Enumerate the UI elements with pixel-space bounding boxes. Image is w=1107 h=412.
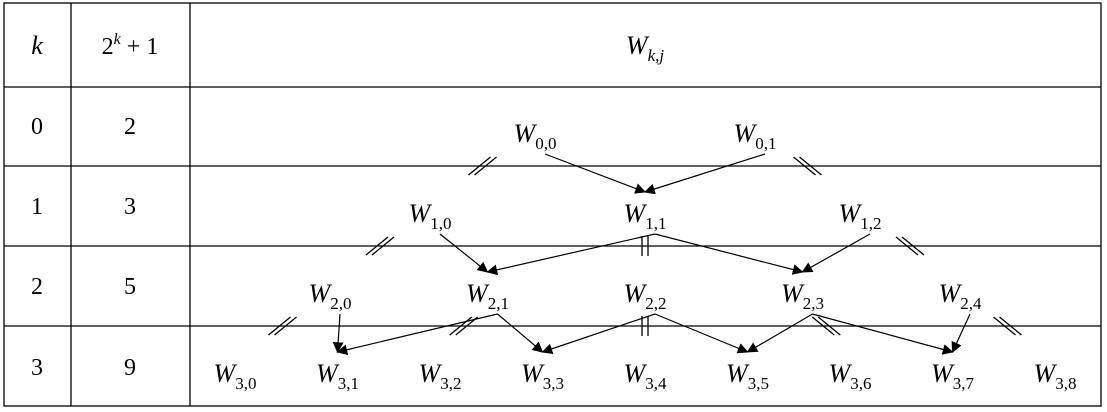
row-3-count: 9 — [124, 355, 136, 381]
header-w: Wk,j — [626, 31, 664, 65]
header-count: 2k + 1 — [102, 31, 159, 60]
node-w-1-0: W1,0 — [409, 199, 452, 233]
equality-stroke — [449, 316, 473, 336]
equality-mark-2-0-3-0 — [268, 316, 297, 336]
equality-stroke — [799, 156, 822, 176]
equality-mark-0-0-1-0 — [468, 156, 497, 176]
equality-stroke — [993, 316, 1016, 336]
equality-mark-1-0-2-0 — [365, 236, 395, 256]
node-w-3-4: W3,4 — [624, 359, 667, 393]
node-w-1-1: W1,1 — [624, 199, 667, 233]
equality-stroke — [901, 236, 925, 256]
arrow-1-2-to-2-3 — [801, 233, 871, 273]
arrow-2-1-to-3-3 — [497, 313, 544, 353]
equality-stroke — [817, 316, 841, 336]
equality-stroke — [274, 316, 297, 336]
arrow-1-1-to-2-1 — [486, 233, 656, 276]
equality-stroke — [474, 156, 497, 176]
row-2-k: 2 — [31, 274, 43, 300]
equality-stroke — [371, 236, 395, 256]
equality-mark-1-1-2-2 — [641, 236, 649, 256]
equality-stroke — [365, 236, 389, 256]
equality-stroke — [268, 316, 291, 336]
arrow-2-3-to-3-7 — [812, 313, 954, 355]
equality-stroke — [895, 236, 919, 256]
arrow-2-2-to-3-5 — [654, 313, 749, 354]
row-0-count: 2 — [124, 114, 136, 140]
equality-stroke — [811, 316, 835, 336]
header-k: k — [31, 31, 43, 60]
equality-mark-1-2-2-4 — [895, 236, 925, 256]
equality-mark-0-1-1-2 — [793, 156, 822, 176]
node-w-3-0: W3,0 — [214, 359, 257, 393]
hierarchy-arrows — [332, 153, 971, 356]
table-header: k 2k + 1 Wk,j — [31, 31, 664, 65]
node-w-2-2: W2,2 — [624, 279, 667, 313]
node-w-2-4: W2,4 — [939, 279, 982, 313]
arrow-0-0-to-1-1 — [544, 153, 647, 194]
node-w-3-2: W3,2 — [419, 359, 462, 393]
row-1-count: 3 — [124, 194, 136, 220]
equality-mark-2-3-3-6 — [811, 316, 841, 336]
node-w-3-6: W3,6 — [829, 359, 872, 393]
arrow-2-3-to-3-5 — [746, 313, 813, 353]
arrow-2-1-to-3-1 — [336, 313, 498, 356]
row-2-count: 5 — [124, 274, 136, 300]
node-w-2-3: W2,3 — [781, 279, 824, 313]
row-3-k: 3 — [31, 355, 43, 381]
hierarchy-nodes: W0,0 W0,1W1,0 W1,1 W1,2W2,0 W2,1 W2,2 W2,3 W2,4… — [214, 119, 1077, 393]
arrow-1-1-to-2-3 — [654, 233, 804, 275]
node-w-0-0: W0,0 — [514, 119, 557, 153]
table-grid — [3, 2, 1102, 407]
row-0-k: 0 — [31, 114, 43, 140]
equality-stroke — [999, 316, 1022, 336]
equality-mark-2-2-3-4 — [641, 316, 649, 336]
row-1-k: 1 — [31, 194, 43, 220]
node-w-3-3: W3,3 — [521, 359, 564, 393]
arrow-2-2-to-3-3 — [541, 313, 656, 355]
equality-mark-2-1-3-2 — [449, 316, 479, 336]
table-border — [3, 2, 1102, 407]
node-w-0-1: W0,1 — [734, 119, 777, 153]
arrow-2-0-to-3-1 — [332, 313, 344, 354]
node-w-3-8: W3,8 — [1034, 359, 1077, 393]
table-body: 0 2 1 3 2 5 3 9 — [31, 114, 136, 381]
equality-stroke — [793, 156, 816, 176]
node-w-3-1: W3,1 — [316, 359, 359, 393]
node-w-1-2: W1,2 — [839, 199, 882, 233]
node-w-2-0: W2,0 — [309, 279, 352, 313]
equality-mark-2-4-3-8 — [993, 316, 1022, 336]
arrow-2-4-to-3-7 — [951, 313, 971, 353]
equality-marks — [268, 156, 1022, 336]
node-w-2-1: W2,1 — [466, 279, 509, 313]
node-w-3-5: W3,5 — [726, 359, 769, 393]
node-w-3-7: W3,7 — [931, 359, 974, 393]
arrow-0-1-to-1-1 — [643, 153, 766, 195]
arrow-1-0-to-2-1 — [439, 233, 489, 273]
equality-stroke — [468, 156, 491, 176]
equality-stroke — [455, 316, 479, 336]
